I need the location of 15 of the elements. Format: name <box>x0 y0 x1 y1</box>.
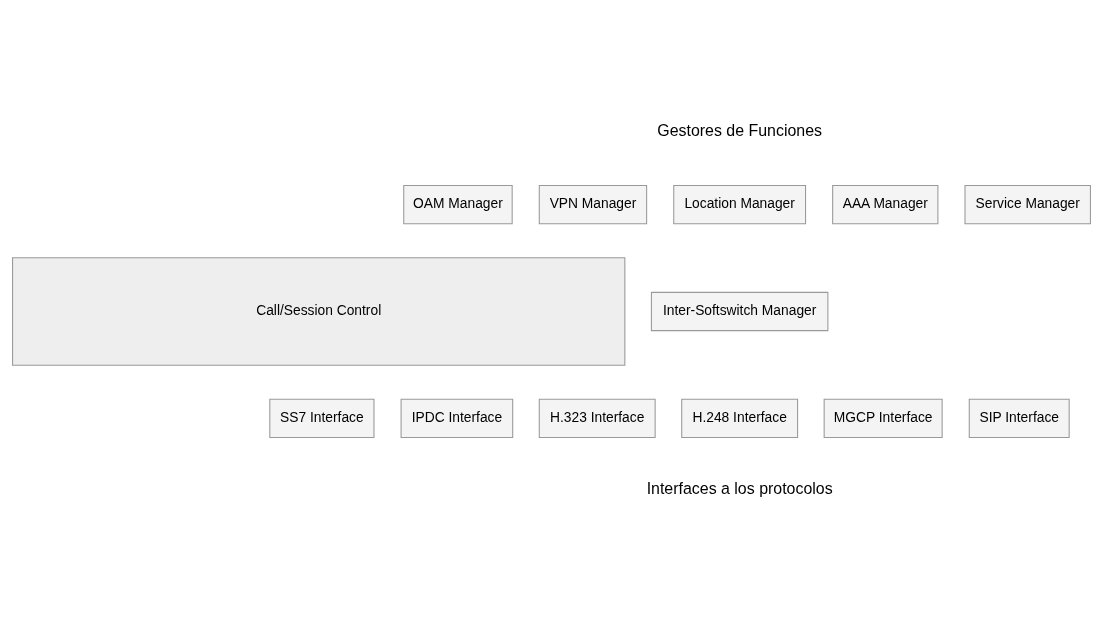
label: Gestores de Funciones <box>657 121 823 139</box>
node-box: OAM Manager <box>403 184 513 224</box>
node-box: H.323 Interface <box>538 398 656 438</box>
node-box: AAA Manager <box>832 184 939 224</box>
node-box: H.248 Interface <box>681 398 799 438</box>
node-box: VPN Manager <box>538 184 648 224</box>
node-box: Location Manager <box>673 184 807 224</box>
node-box: IPDC Interface <box>400 398 514 438</box>
node-box: SS7 Interface <box>269 398 375 438</box>
label: Interfaces a los protocolos <box>646 479 833 497</box>
node-box: Call/Session Control <box>12 256 626 366</box>
node-box: Service Manager <box>964 184 1091 224</box>
node-box: Inter-Softswitch Manager <box>650 291 829 331</box>
node-box: MGCP Interface <box>823 398 943 438</box>
node-box: SIP Interface <box>968 398 1070 438</box>
